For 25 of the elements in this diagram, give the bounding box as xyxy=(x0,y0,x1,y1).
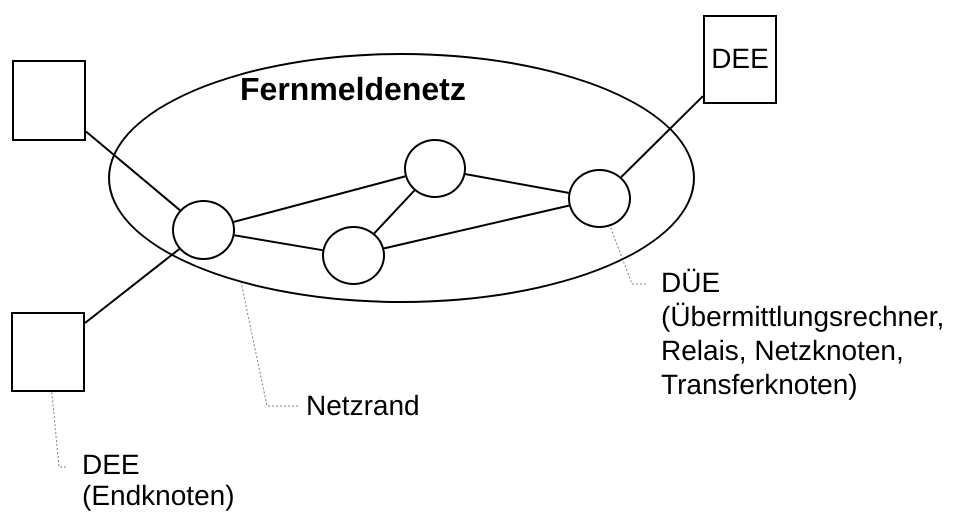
node-circle xyxy=(568,169,631,228)
connection-line xyxy=(234,234,323,252)
connection-line xyxy=(384,204,570,250)
callout-description: (Übermittlungsrechner, Relais, Netzknoten, Transferknoten) xyxy=(661,300,946,402)
connection-line xyxy=(465,173,569,194)
connection-line xyxy=(374,190,416,234)
terminal-box xyxy=(12,60,86,141)
connection-line xyxy=(85,130,181,211)
node-label: DEE xyxy=(711,44,769,75)
callout-label: DÜE xyxy=(661,266,720,300)
callout-description: (Endknoten) xyxy=(82,480,235,512)
leader-line xyxy=(51,392,66,468)
terminal-box xyxy=(703,15,777,104)
connection-line xyxy=(620,95,704,178)
connection-line xyxy=(84,248,180,324)
callout-label: DEE xyxy=(82,449,140,480)
callout-label: Netzrand xyxy=(306,389,420,423)
node-circle xyxy=(322,226,385,285)
leader-line xyxy=(610,226,646,284)
leader-line xyxy=(240,282,298,406)
network-title: Fernmeldenetz xyxy=(240,71,466,108)
terminal-box xyxy=(11,312,85,392)
connection-line xyxy=(234,175,406,223)
node-circle xyxy=(404,139,466,198)
node-circle xyxy=(172,200,235,260)
